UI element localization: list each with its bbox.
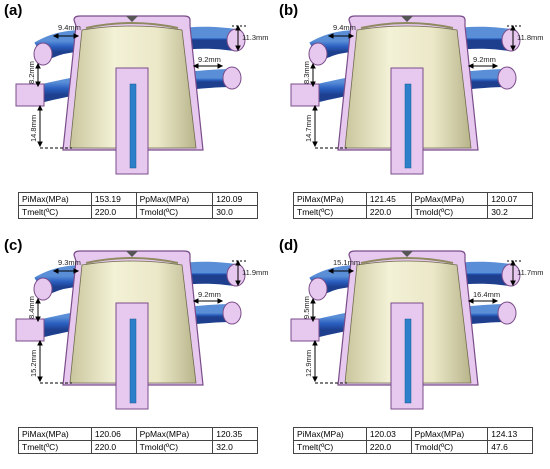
tmelt-value: 220.0 bbox=[365, 205, 412, 219]
dim-right-top: 11.9mm bbox=[242, 268, 269, 277]
table-row: PiMax(MPa) 121.45 PpMax(MPa) 120.07 bbox=[293, 192, 533, 206]
table-row: PiMax(MPa) 120.03 PpMax(MPa) 124.13 bbox=[293, 427, 533, 441]
pipe-end-right-mid bbox=[222, 301, 242, 325]
pipe-end-left-mid bbox=[15, 83, 45, 107]
pipe-end-right-mid bbox=[497, 66, 517, 90]
dim-left-mid: 8.2mm bbox=[27, 61, 36, 84]
panel-label: (b) bbox=[279, 2, 299, 19]
pipe-end-right-mid bbox=[222, 66, 242, 90]
panel-c: 9.3mm 11.9mm 9.2mm 8.4mm 15.2mm (c) PiMa… bbox=[0, 235, 275, 469]
tmelt-value: 220.0 bbox=[90, 440, 137, 454]
ppmax-value: 120.07 bbox=[487, 192, 533, 206]
panel-label: (c) bbox=[4, 237, 23, 254]
tmelt-value: 220.0 bbox=[90, 205, 137, 219]
dim-left-mid: 8.4mm bbox=[27, 296, 36, 319]
dim-left-bottom: 12.9mm bbox=[304, 350, 313, 377]
mold-diagram: 15.1mm 11.7mm 16.4mm 9.5mm 12.9mm bbox=[290, 250, 544, 410]
tmelt-value: 220.0 bbox=[365, 440, 412, 454]
ppmax-label: PpMax(MPa) bbox=[135, 427, 214, 441]
panel-label: (d) bbox=[279, 237, 299, 254]
dim-right-top: 11.3mm bbox=[242, 33, 269, 42]
process-table: PiMax(MPa) 121.45 PpMax(MPa) 120.07 Tmel… bbox=[293, 192, 533, 219]
dim-left-mid: 9.5mm bbox=[302, 296, 311, 319]
ppmax-value: 124.13 bbox=[487, 427, 533, 441]
table-row: Tmelt(ºC) 220.0 Tmold(ºC) 30.0 bbox=[18, 205, 258, 219]
ppmax-value: 120.09 bbox=[212, 192, 258, 206]
dim-top: 9.4mm bbox=[58, 23, 81, 32]
panel-d: 15.1mm 11.7mm 16.4mm 9.5mm 12.9mm (d) Pi… bbox=[275, 235, 550, 469]
tmelt-label: Tmelt(ºC) bbox=[18, 440, 92, 454]
process-table: PiMax(MPa) 120.03 PpMax(MPa) 124.13 Tmel… bbox=[293, 427, 533, 454]
pipe-end-left-top bbox=[308, 42, 328, 66]
table-row: Tmelt(ºC) 220.0 Tmold(ºC) 32.0 bbox=[18, 440, 258, 454]
table-row: PiMax(MPa) 120.06 PpMax(MPa) 120.35 bbox=[18, 427, 258, 441]
panel-a: 9.4mm 11.3mm 9.2mm 8.2mm 14.8mm (a) PiMa… bbox=[0, 0, 275, 234]
dim-top: 15.1mm bbox=[333, 258, 360, 267]
ppmax-value: 120.35 bbox=[212, 427, 258, 441]
tmelt-label: Tmelt(ºC) bbox=[293, 205, 367, 219]
tmold-value: 30.2 bbox=[487, 205, 533, 219]
pimax-value: 121.45 bbox=[365, 192, 412, 206]
dim-right-mid: 9.2mm bbox=[198, 55, 221, 64]
tmold-label: Tmold(ºC) bbox=[135, 205, 214, 219]
gate-marker bbox=[126, 16, 138, 22]
pimax-value: 120.03 bbox=[365, 427, 412, 441]
tmelt-label: Tmelt(ºC) bbox=[293, 440, 367, 454]
mold-diagram: 9.3mm 11.9mm 9.2mm 8.4mm 15.2mm bbox=[15, 250, 269, 410]
ejector-pin bbox=[404, 318, 412, 404]
dim-right-mid: 16.4mm bbox=[473, 290, 500, 299]
pipe-end-left-top bbox=[308, 277, 328, 301]
dim-top: 9.3mm bbox=[58, 258, 81, 267]
pimax-label: PiMax(MPa) bbox=[293, 427, 367, 441]
pipe-end-right-mid bbox=[497, 301, 517, 325]
mold-diagram: 9.4mm 11.8mm 9.2mm 8.3mm 14.7mm bbox=[290, 15, 544, 175]
dim-right-mid: 9.2mm bbox=[198, 290, 221, 299]
pimax-label: PiMax(MPa) bbox=[293, 192, 367, 206]
table-row: Tmelt(ºC) 220.0 Tmold(ºC) 30.2 bbox=[293, 205, 533, 219]
gate-marker bbox=[401, 16, 413, 22]
process-table: PiMax(MPa) 153.19 PpMax(MPa) 120.09 Tmel… bbox=[18, 192, 258, 219]
pipe-end-left-top bbox=[33, 277, 53, 301]
ejector-pin bbox=[129, 318, 137, 404]
panel-label: (a) bbox=[4, 2, 23, 19]
pipe-end-left-mid bbox=[290, 83, 320, 107]
pipe-end-left-mid bbox=[15, 318, 45, 342]
pipe-end-left-mid bbox=[290, 318, 320, 342]
tmold-label: Tmold(ºC) bbox=[410, 205, 489, 219]
tmelt-label: Tmelt(ºC) bbox=[18, 205, 92, 219]
ppmax-label: PpMax(MPa) bbox=[410, 192, 489, 206]
ppmax-label: PpMax(MPa) bbox=[135, 192, 214, 206]
dim-left-bottom: 14.8mm bbox=[29, 115, 38, 142]
pipe-end-left-top bbox=[33, 42, 53, 66]
pimax-label: PiMax(MPa) bbox=[18, 192, 92, 206]
tmold-label: Tmold(ºC) bbox=[410, 440, 489, 454]
mold-diagram: 9.4mm 11.3mm 9.2mm 8.2mm 14.8mm bbox=[15, 15, 269, 175]
table-row: PiMax(MPa) 153.19 PpMax(MPa) 120.09 bbox=[18, 192, 258, 206]
table-row: Tmelt(ºC) 220.0 Tmold(ºC) 47.6 bbox=[293, 440, 533, 454]
dim-left-bottom: 15.2mm bbox=[29, 350, 38, 377]
dim-top: 9.4mm bbox=[333, 23, 356, 32]
ejector-pin bbox=[129, 83, 137, 169]
ppmax-label: PpMax(MPa) bbox=[410, 427, 489, 441]
dim-left-mid: 8.3mm bbox=[302, 61, 311, 84]
pimax-value: 120.06 bbox=[90, 427, 137, 441]
process-table: PiMax(MPa) 120.06 PpMax(MPa) 120.35 Tmel… bbox=[18, 427, 258, 454]
tmold-value: 32.0 bbox=[212, 440, 258, 454]
tmold-value: 30.0 bbox=[212, 205, 258, 219]
pimax-value: 153.19 bbox=[90, 192, 137, 206]
dim-right-top: 11.7mm bbox=[517, 268, 544, 277]
dim-left-bottom: 14.7mm bbox=[304, 115, 313, 142]
gate-marker bbox=[401, 251, 413, 257]
panel-b: 9.4mm 11.8mm 9.2mm 8.3mm 14.7mm (b) PiMa… bbox=[275, 0, 550, 234]
gate-marker bbox=[126, 251, 138, 257]
dim-right-mid: 9.2mm bbox=[473, 55, 496, 64]
tmold-label: Tmold(ºC) bbox=[135, 440, 214, 454]
pimax-label: PiMax(MPa) bbox=[18, 427, 92, 441]
ejector-pin bbox=[404, 83, 412, 169]
tmold-value: 47.6 bbox=[487, 440, 533, 454]
dim-right-top: 11.8mm bbox=[517, 33, 544, 42]
